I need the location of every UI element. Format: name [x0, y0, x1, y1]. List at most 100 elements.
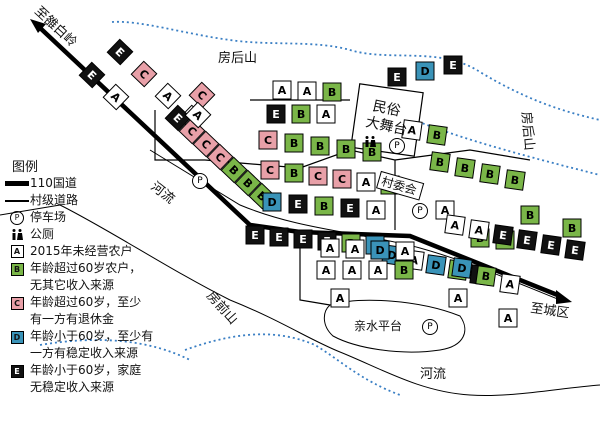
household-e: E [443, 55, 463, 75]
svg-text:E: E [393, 71, 401, 84]
svg-text:B: B [297, 108, 305, 121]
village-road-1 [154, 110, 205, 161]
household-d: D [262, 192, 282, 212]
household-a: A [345, 239, 365, 259]
parking-icon-road: P [192, 173, 208, 189]
svg-text:E: E [522, 234, 531, 248]
household-a: A [395, 241, 415, 261]
svg-text:A: A [407, 123, 418, 137]
household-e: E [564, 239, 586, 261]
svg-text:A: A [505, 277, 516, 291]
household-e: E [293, 229, 313, 249]
svg-text:D: D [267, 196, 276, 209]
legend-type-d: D 年龄小于60岁，至少有一方有稳定收入来源 [4, 328, 219, 362]
legend-toilet: 公厕 [4, 226, 219, 243]
svg-text:A: A [454, 292, 463, 305]
household-a: A [498, 308, 518, 328]
household-a: A [272, 80, 292, 100]
svg-text:B: B [290, 137, 298, 150]
svg-text:C: C [314, 170, 322, 183]
household-a: A [330, 288, 350, 308]
household-c: C [192, 130, 220, 158]
svg-text:B: B [568, 222, 576, 235]
svg-text:B: B [485, 167, 495, 181]
svg-text:P: P [394, 141, 400, 151]
svg-text:P: P [417, 206, 423, 216]
svg-text:B: B [316, 140, 324, 153]
svg-text:E: E [272, 108, 280, 121]
household-e: E [288, 194, 308, 214]
household-b: B [284, 163, 304, 183]
svg-text:E: E [294, 198, 302, 211]
river-outline-south [59, 204, 601, 397]
legend-type-e: E 年龄小于60岁，家庭无稳定收入来源 [4, 362, 219, 396]
village-road-3 [394, 149, 531, 161]
svg-text:E: E [570, 244, 579, 258]
household-a: A [316, 260, 336, 280]
svg-text:E: E [275, 231, 283, 244]
svg-text:B: B [290, 167, 298, 180]
household-a: A [154, 82, 182, 110]
household-a: A [468, 219, 490, 241]
label-back-mountain: 房后山 [218, 50, 257, 66]
svg-text:B: B [481, 269, 491, 283]
household-a: A [448, 288, 468, 308]
household-b: B [426, 124, 448, 146]
household-c: C [188, 81, 216, 109]
svg-text:A: A [374, 264, 383, 277]
svg-text:P: P [197, 176, 203, 186]
svg-text:A: A [450, 218, 461, 232]
national-road-arrow-e [556, 290, 572, 304]
household-d: D [415, 61, 435, 81]
svg-text:B: B [342, 143, 350, 156]
household-b: B [454, 157, 476, 179]
household-a: A [342, 260, 362, 280]
type-e-swatch: E [10, 365, 24, 378]
svg-text:A: A [322, 108, 331, 121]
household-c: C [258, 130, 278, 150]
svg-text:A: A [322, 264, 331, 277]
legend-title: 图例 [12, 160, 39, 175]
household-a: A [368, 260, 388, 280]
household-e: E [387, 67, 407, 87]
parking-icon-stage: P [389, 138, 405, 154]
household-e: E [106, 38, 134, 66]
household-e: E [245, 225, 265, 245]
back-mountain-outline [111, 20, 601, 121]
type-c-swatch: C [10, 297, 24, 310]
svg-text:B: B [400, 264, 408, 277]
household-c: C [260, 160, 280, 180]
household-e: E [492, 224, 514, 246]
household-b: B [479, 163, 501, 185]
svg-text:D: D [430, 258, 441, 272]
type-a-swatch: A [10, 245, 24, 258]
svg-text:E: E [346, 202, 354, 215]
type-d-swatch: D [10, 331, 24, 344]
svg-text:B: B [328, 86, 336, 99]
household-e: E [78, 61, 106, 89]
svg-text:B: B [510, 173, 520, 187]
svg-text:A: A [401, 245, 410, 258]
household-d: D [425, 254, 447, 276]
household-b: B [234, 169, 262, 197]
legend-type-b: B 年龄超过60岁农户，无其它收入来源 [4, 260, 219, 294]
household-e: E [164, 104, 192, 132]
household-c: C [130, 60, 158, 88]
household-b: B [520, 205, 540, 225]
village-road-4 [299, 235, 331, 306]
household-b: B [562, 218, 582, 238]
svg-text:B: B [432, 128, 442, 142]
svg-text:A: A [326, 242, 335, 255]
household-b: B [504, 169, 526, 191]
household-a: A [401, 119, 423, 141]
svg-text:A: A [303, 85, 312, 98]
parking-icon: P [10, 210, 24, 225]
household-e: E [540, 234, 562, 256]
household-b: B [310, 136, 330, 156]
svg-text:A: A [336, 292, 345, 305]
household-a: A [435, 200, 455, 220]
household-b: B [314, 196, 334, 216]
household-a: A [297, 81, 317, 101]
svg-text:B: B [368, 146, 376, 159]
label-to-city: 至城区 [529, 301, 570, 321]
